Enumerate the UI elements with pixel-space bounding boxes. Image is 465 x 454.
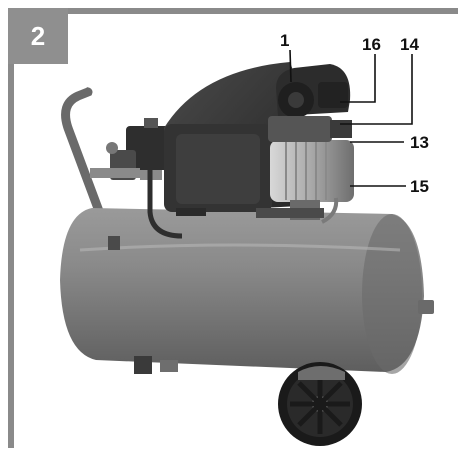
pressure-switch: [126, 126, 170, 170]
callout-13: 13: [410, 133, 429, 152]
callout-14: 14: [400, 35, 419, 54]
frame-top-border: [8, 8, 458, 14]
frame-left-border: [8, 8, 14, 448]
tank: [60, 208, 424, 372]
callout-16: 16: [362, 35, 381, 54]
pump-cylinder: [270, 140, 354, 202]
carry-handle: [61, 87, 123, 255]
figure-number-badge: 2: [8, 8, 68, 64]
callout-1: 1: [280, 31, 290, 50]
callout-15: 15: [410, 177, 429, 196]
